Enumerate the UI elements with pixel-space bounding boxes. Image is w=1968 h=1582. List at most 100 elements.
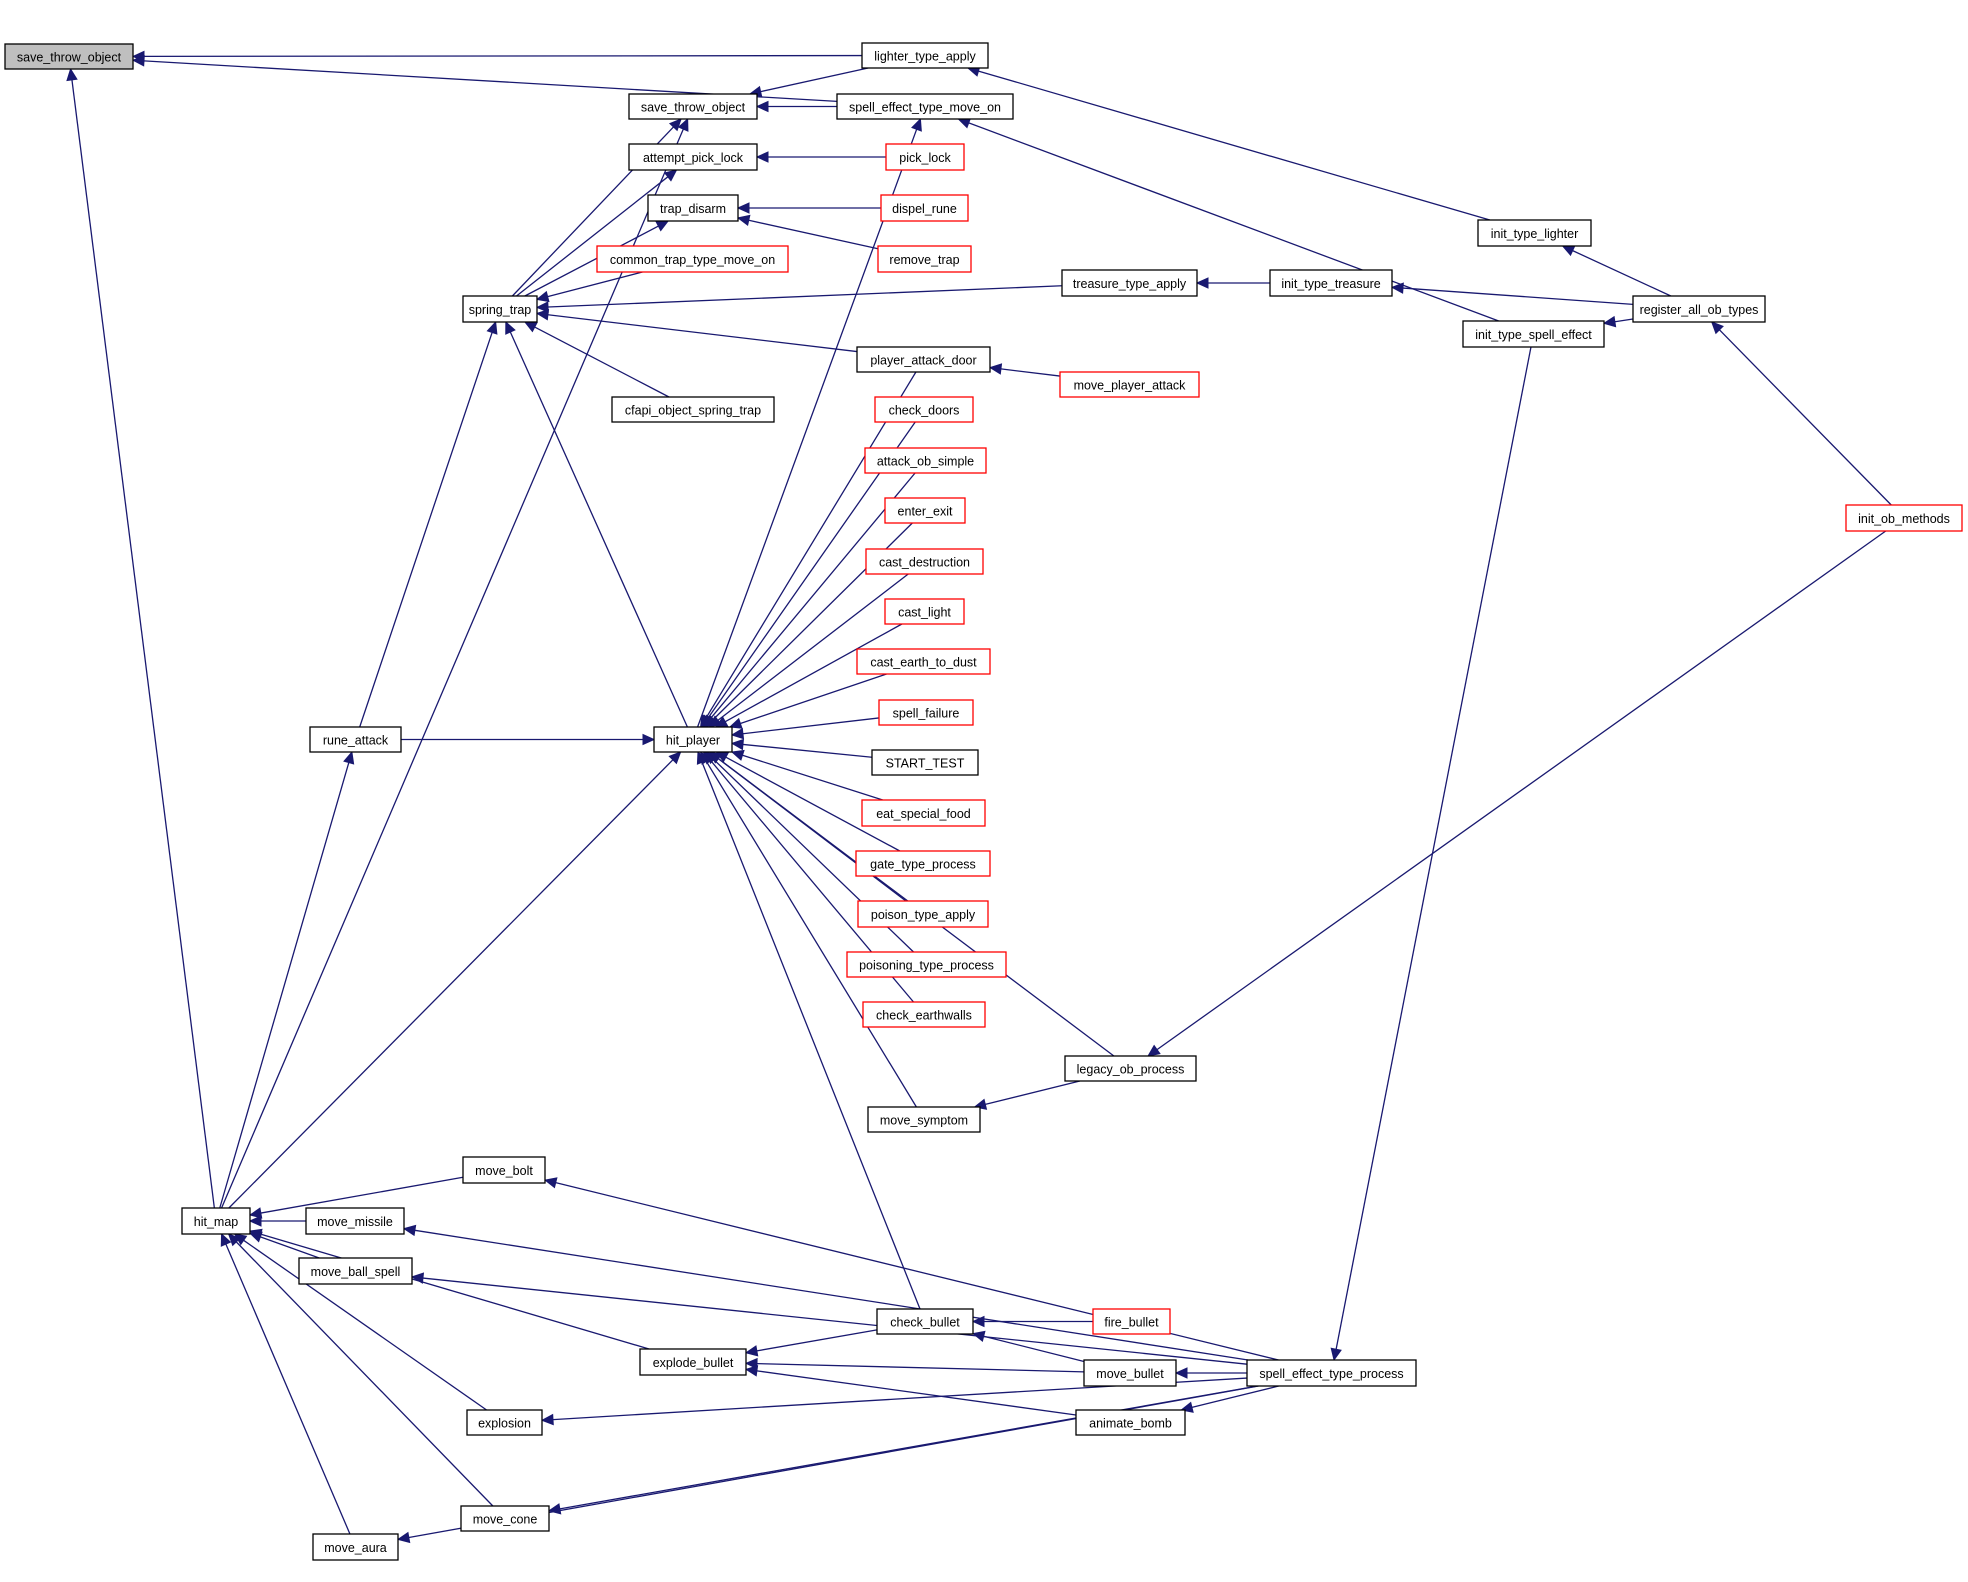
node-move-bullet[interactable]: move_bullet — [1083, 1359, 1177, 1387]
node-move-aura[interactable]: move_aura — [312, 1533, 399, 1561]
node-cast-light[interactable]: cast_light — [884, 598, 965, 625]
node-enter-exit[interactable]: enter_exit — [884, 497, 966, 524]
node-poisoning-type-process[interactable]: poisoning_type_process — [846, 951, 1007, 978]
node-box[interactable] — [181, 1207, 251, 1235]
node-box[interactable] — [1246, 1359, 1417, 1387]
node-attempt-pick-lock[interactable]: attempt_pick_lock — [628, 143, 758, 171]
node-box[interactable] — [462, 295, 538, 323]
node-box[interactable] — [628, 93, 758, 120]
node-animate-bomb[interactable]: animate_bomb — [1075, 1409, 1186, 1436]
node-box[interactable] — [861, 799, 986, 827]
node-box[interactable] — [653, 726, 733, 753]
node-player-attack-door[interactable]: player_attack_door — [856, 346, 991, 373]
node-box[interactable] — [1477, 219, 1592, 247]
node-spell-effect-type-process[interactable]: spell_effect_type_process — [1246, 1359, 1417, 1387]
node-legacy-ob-process[interactable]: legacy_ob_process — [1064, 1055, 1197, 1082]
node-common-trap-type-move-on[interactable]: common_trap_type_move_on — [596, 245, 789, 273]
node-box[interactable] — [1632, 295, 1766, 323]
node-cfapi-object-spring-trap[interactable]: cfapi_object_spring_trap — [611, 396, 775, 423]
node-box[interactable] — [466, 1409, 543, 1436]
node-explode-bullet[interactable]: explode_bullet — [639, 1348, 747, 1376]
node-box[interactable] — [1845, 504, 1963, 532]
node-box[interactable] — [1269, 269, 1393, 297]
node-cast-earth-to-dust[interactable]: cast_earth_to_dust — [856, 648, 991, 675]
node-box[interactable] — [1059, 371, 1200, 398]
node-box[interactable] — [857, 900, 989, 928]
node-check-doors[interactable]: check_doors — [874, 396, 974, 423]
node-gate-type-process[interactable]: gate_type_process — [855, 850, 991, 877]
node-box[interactable] — [462, 1156, 546, 1184]
node-lighter-type-apply[interactable]: lighter_type_apply — [861, 42, 989, 69]
node-box[interactable] — [312, 1533, 399, 1561]
node-box[interactable] — [4, 43, 134, 70]
node-move-ball-spell[interactable]: move_ball_spell — [298, 1257, 413, 1285]
node-move-cone[interactable]: move_cone — [460, 1505, 550, 1532]
node-rune-attack[interactable]: rune_attack — [309, 726, 402, 753]
node-box[interactable] — [862, 1001, 986, 1028]
node-box[interactable] — [856, 648, 991, 675]
node-move-symptom[interactable]: move_symptom — [867, 1106, 981, 1133]
node-box[interactable] — [305, 1207, 405, 1235]
node-explosion[interactable]: explosion — [466, 1409, 543, 1436]
node-spell-effect-type-move-on[interactable]: spell_effect_type_move_on — [836, 93, 1014, 120]
node-register-all-ob-types[interactable]: register_all_ob_types — [1632, 295, 1766, 323]
node-box[interactable] — [1462, 320, 1605, 348]
node-fire-bullet[interactable]: fire_bullet — [1092, 1308, 1171, 1335]
node-box[interactable] — [1083, 1359, 1177, 1387]
node-box[interactable] — [628, 143, 758, 171]
node-save-throw-object[interactable]: save_throw_object — [628, 93, 758, 120]
node-box[interactable] — [1075, 1409, 1186, 1436]
node-box[interactable] — [861, 42, 989, 69]
node-start-test[interactable]: START_TEST — [871, 749, 979, 776]
node-box[interactable] — [865, 548, 984, 575]
node-move-player-attack[interactable]: move_player_attack — [1059, 371, 1200, 398]
node-check-earthwalls[interactable]: check_earthwalls — [862, 1001, 986, 1028]
node-box[interactable] — [878, 699, 974, 726]
node-box[interactable] — [877, 245, 972, 273]
node-hit-map[interactable]: hit_map — [181, 1207, 251, 1235]
node-box[interactable] — [864, 447, 987, 474]
node-box[interactable] — [596, 245, 789, 273]
node-box[interactable] — [876, 1308, 974, 1335]
node-cast-destruction[interactable]: cast_destruction — [865, 548, 984, 575]
node-init-ob-methods[interactable]: init_ob_methods — [1845, 504, 1963, 532]
node-dispel-rune[interactable]: dispel_rune — [880, 194, 969, 222]
node-attack-ob-simple[interactable]: attack_ob_simple — [864, 447, 987, 474]
node-box[interactable] — [309, 726, 402, 753]
node-save-throw-object-root[interactable]: save_throw_object — [4, 43, 134, 70]
node-hit-player[interactable]: hit_player — [653, 726, 733, 753]
node-init-type-spell-effect[interactable]: init_type_spell_effect — [1462, 320, 1605, 348]
node-box[interactable] — [884, 497, 966, 524]
node-box[interactable] — [647, 194, 739, 222]
node-box[interactable] — [871, 749, 979, 776]
node-box[interactable] — [1061, 269, 1198, 297]
node-box[interactable] — [1092, 1308, 1171, 1335]
node-remove-trap[interactable]: remove_trap — [877, 245, 972, 273]
node-treasure-type-apply[interactable]: treasure_type_apply — [1061, 269, 1198, 297]
node-eat-special-food[interactable]: eat_special_food — [861, 799, 986, 827]
node-box[interactable] — [856, 346, 991, 373]
node-spell-failure[interactable]: spell_failure — [878, 699, 974, 726]
node-box[interactable] — [855, 850, 991, 877]
node-box[interactable] — [611, 396, 775, 423]
node-poison-type-apply[interactable]: poison_type_apply — [857, 900, 989, 928]
node-box[interactable] — [846, 951, 1007, 978]
node-box[interactable] — [874, 396, 974, 423]
node-box[interactable] — [298, 1257, 413, 1285]
node-spring-trap[interactable]: spring_trap — [462, 295, 538, 323]
node-box[interactable] — [884, 598, 965, 625]
node-box[interactable] — [1064, 1055, 1197, 1082]
node-box[interactable] — [836, 93, 1014, 120]
node-box[interactable] — [867, 1106, 981, 1133]
node-box[interactable] — [885, 143, 965, 171]
node-init-type-lighter[interactable]: init_type_lighter — [1477, 219, 1592, 247]
node-move-bolt[interactable]: move_bolt — [462, 1156, 546, 1184]
node-init-type-treasure[interactable]: init_type_treasure — [1269, 269, 1393, 297]
node-check-bullet[interactable]: check_bullet — [876, 1308, 974, 1335]
node-pick-lock[interactable]: pick_lock — [885, 143, 965, 171]
node-box[interactable] — [460, 1505, 550, 1532]
node-box[interactable] — [639, 1348, 747, 1376]
node-move-missile[interactable]: move_missile — [305, 1207, 405, 1235]
node-box[interactable] — [880, 194, 969, 222]
node-trap-disarm[interactable]: trap_disarm — [647, 194, 739, 222]
